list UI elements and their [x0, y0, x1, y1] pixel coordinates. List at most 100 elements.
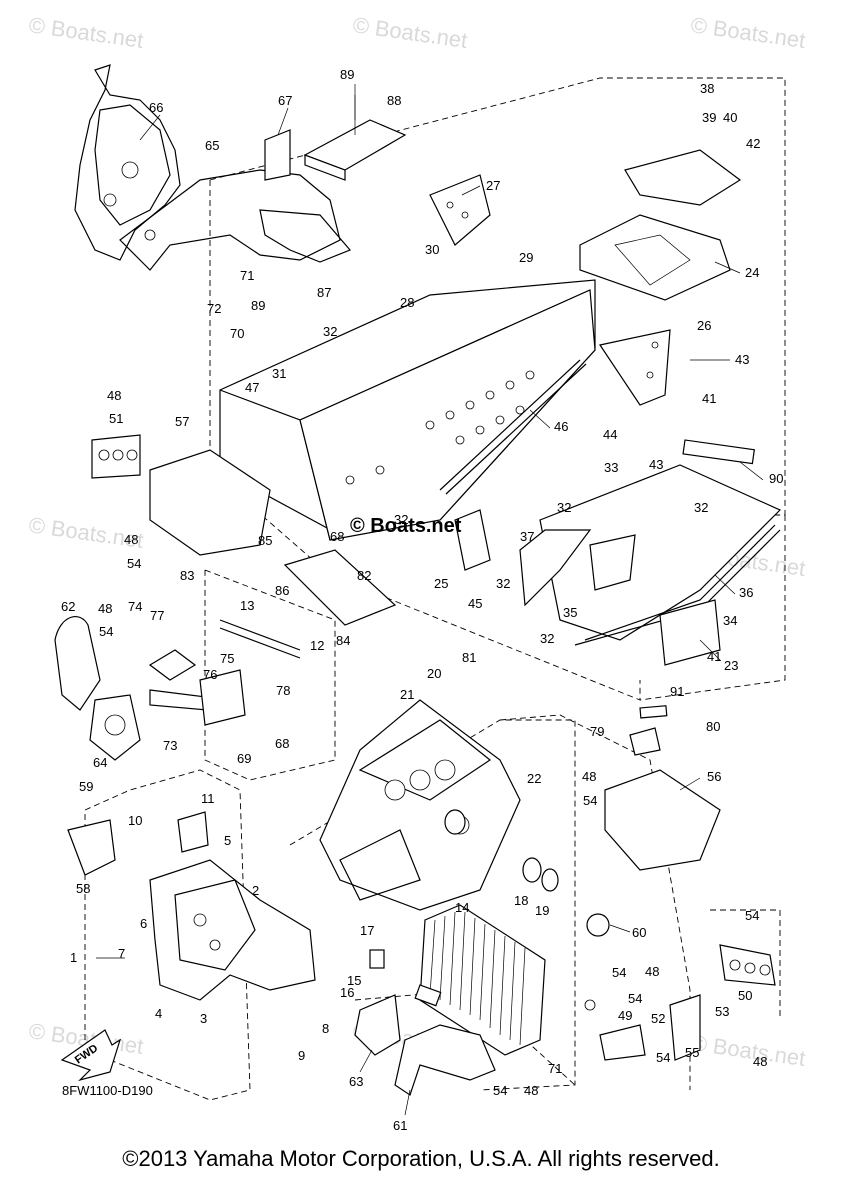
callout-32d: 32 — [694, 500, 708, 515]
callout-8: 8 — [322, 1021, 329, 1036]
callout-43b: 43 — [649, 457, 663, 472]
leader-lines — [96, 84, 764, 1116]
callout-48d: 48 — [582, 769, 596, 784]
callout-61: 61 — [393, 1118, 407, 1133]
callout-62: 62 — [61, 599, 75, 614]
upper-plates-67-88 — [264, 95, 407, 181]
front-frame-65-66 — [74, 64, 352, 271]
callout-81: 81 — [462, 650, 476, 665]
main-tunnel — [219, 279, 596, 541]
callout-54b: 54 — [99, 624, 113, 639]
callout-88: 88 — [387, 93, 401, 108]
brackets-52-53-55 — [584, 994, 701, 1061]
callout-80: 80 — [706, 719, 720, 734]
callout-22: 22 — [527, 771, 541, 786]
callout-89b: 89 — [251, 298, 265, 313]
crossbar-12 — [148, 619, 301, 726]
callout-55: 55 — [685, 1045, 699, 1060]
callout-15: 15 — [347, 973, 361, 988]
callout-54g: 54 — [745, 908, 759, 923]
bracket-56 — [604, 769, 776, 986]
callout-48b: 48 — [124, 532, 138, 547]
callout-23: 23 — [724, 658, 738, 673]
callout-63: 63 — [349, 1074, 363, 1089]
callout-56: 56 — [707, 769, 721, 784]
callout-32f: 32 — [540, 631, 554, 646]
callout-67: 67 — [278, 93, 292, 108]
callout-9: 9 — [298, 1048, 305, 1063]
callout-71: 71 — [240, 268, 254, 283]
heat-exchanger-14 — [419, 904, 546, 1056]
callout-40: 40 — [723, 110, 737, 125]
callout-4: 4 — [155, 1006, 162, 1021]
callout-41b: 41 — [707, 649, 721, 664]
callout-66: 66 — [149, 100, 163, 115]
callout-53: 53 — [715, 1004, 729, 1019]
callout-64: 64 — [93, 755, 107, 770]
callout-32e: 32 — [496, 576, 510, 591]
callout-46: 46 — [554, 419, 568, 434]
callout-50: 50 — [738, 988, 752, 1003]
callout-48e: 48 — [645, 964, 659, 979]
callout-86: 86 — [275, 583, 289, 598]
callout-18: 18 — [514, 893, 528, 908]
callout-42: 42 — [746, 136, 760, 151]
copyright-notice: ©2013 Yamaha Motor Corporation, U.S.A. A… — [122, 1146, 720, 1171]
strip-90 — [682, 439, 755, 465]
callout-19: 19 — [535, 903, 549, 918]
callout-11: 11 — [201, 791, 215, 806]
lower-parts-61-63 — [354, 949, 496, 1096]
small-parts-79-91 — [629, 705, 668, 756]
callout-90: 90 — [769, 471, 783, 486]
callout-82: 82 — [357, 568, 371, 583]
running-board-36 — [519, 464, 782, 666]
callout-20: 20 — [427, 666, 441, 681]
callout-30: 30 — [425, 242, 439, 257]
callout-39: 39 — [702, 110, 716, 125]
lower-front-frame — [67, 811, 316, 1001]
callout-83: 83 — [180, 568, 194, 583]
callout-13: 13 — [240, 598, 254, 613]
rear-upper-parts — [429, 149, 742, 301]
callout-59: 59 — [79, 779, 93, 794]
watermark-bottom-right: © Boats.net — [689, 1030, 807, 1071]
callout-58: 58 — [76, 881, 90, 896]
callout-48c: 48 — [98, 601, 112, 616]
callout-2: 2 — [252, 883, 259, 898]
covers-62-64 — [54, 615, 141, 761]
callout-41: 41 — [702, 391, 716, 406]
callout-6: 6 — [140, 916, 147, 931]
callout-68: 68 — [275, 736, 289, 751]
watermark-top-center: © Boats.net — [351, 12, 469, 53]
callout-37: 37 — [520, 529, 534, 544]
callout-87: 87 — [317, 285, 331, 300]
callout-28: 28 — [400, 295, 414, 310]
callout-89: 89 — [340, 67, 354, 82]
watermark-top-right: © Boats.net — [689, 12, 807, 53]
callout-12: 12 — [310, 638, 324, 653]
callout-70: 70 — [230, 326, 244, 341]
callout-72: 72 — [207, 301, 221, 316]
callout-49: 49 — [618, 1008, 632, 1023]
callout-76: 76 — [203, 667, 217, 682]
callout-1: 1 — [70, 950, 77, 965]
callout-79: 79 — [590, 724, 604, 739]
callout-32b: 32 — [557, 500, 571, 515]
callout-54: 54 — [127, 556, 141, 571]
callout-26: 26 — [697, 318, 711, 333]
callout-32: 32 — [323, 324, 337, 339]
callout-69: 69 — [237, 751, 251, 766]
callout-85: 85 — [258, 533, 272, 548]
callout-65: 65 — [205, 138, 219, 153]
callout-73: 73 — [163, 738, 177, 753]
diagram-code: 8FW1100-D190 — [62, 1083, 153, 1098]
bracket-57 — [91, 434, 271, 556]
callout-48g: 48 — [753, 1054, 767, 1069]
rear-chassis-20 — [319, 699, 521, 911]
callout-38: 38 — [700, 81, 714, 96]
callout-43: 43 — [735, 352, 749, 367]
callout-52: 52 — [651, 1011, 665, 1026]
callout-71b: 71 — [548, 1061, 562, 1076]
callout-labels: 1 2 3 4 5 6 7 8 9 10 11 12 13 14 15 16 1… — [61, 67, 783, 1133]
